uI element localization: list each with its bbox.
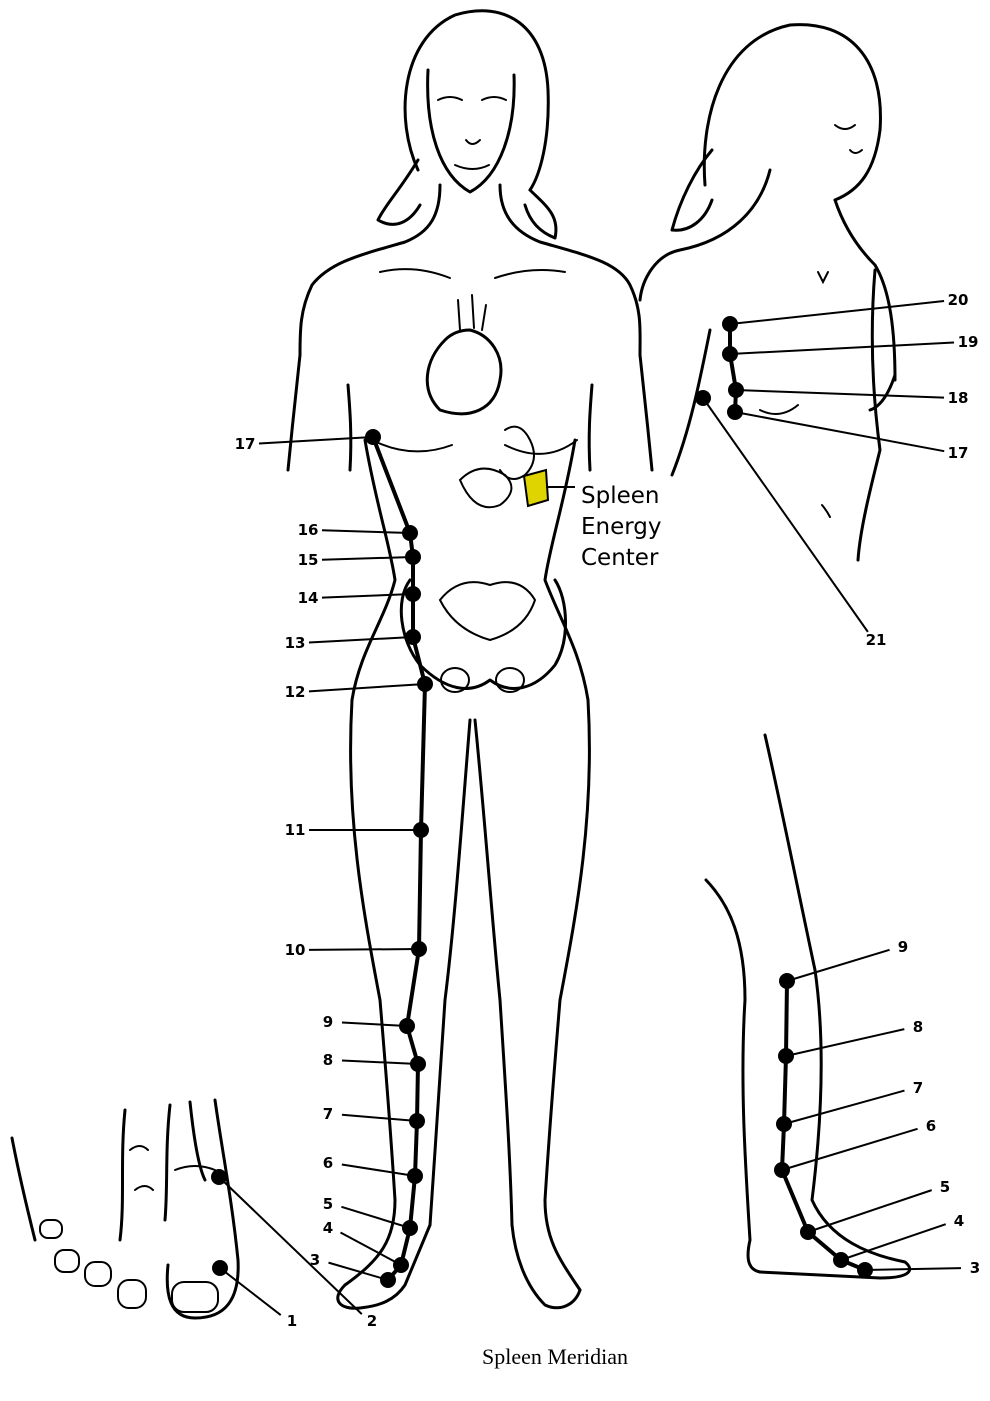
side_leg_points-label-9: 9	[898, 938, 908, 956]
spleen-energy-center	[524, 470, 548, 506]
front_points-leader-10	[309, 949, 419, 950]
front_points-label-8: 8	[323, 1051, 333, 1069]
front_points-leader-3	[329, 1263, 388, 1280]
side_leg_points-label-6: 6	[926, 1117, 936, 1135]
front_points-point-5	[402, 1220, 418, 1236]
front_points-point-11	[413, 822, 429, 838]
front_points-leader-13	[309, 637, 413, 642]
side_leg_points-label-4: 4	[954, 1212, 964, 1230]
torso_points-label-19: 19	[958, 333, 979, 351]
front_points-leader-14	[322, 594, 413, 598]
callout-line-1: Spleen	[581, 483, 659, 509]
side_leg_points-label-3: 3	[970, 1259, 980, 1277]
side_leg_points-point-4	[833, 1252, 849, 1268]
front_points-label-7: 7	[323, 1105, 333, 1123]
front_points-label-10: 10	[285, 941, 306, 959]
side_leg_points-leader-4	[841, 1224, 946, 1260]
torso_points-leader-20	[730, 301, 944, 324]
front_points-label-9: 9	[323, 1013, 333, 1031]
front_points-point-12	[417, 676, 433, 692]
foot_points-point-1	[212, 1260, 228, 1276]
foot_points-label-2: 2	[367, 1312, 377, 1330]
foot_points-point-2	[211, 1169, 227, 1185]
front_points-point-16	[402, 525, 418, 541]
front_points-leader-5	[341, 1207, 410, 1228]
torso_points-label-18: 18	[948, 389, 969, 407]
side_leg_points-label-5: 5	[940, 1178, 950, 1196]
acupoint-dots	[211, 316, 873, 1288]
side_leg_points-leader-8	[786, 1029, 904, 1056]
acupoint-labels: 1716151413121110987654320191817219876543…	[235, 291, 981, 1330]
front_points-label-5: 5	[323, 1195, 333, 1213]
foot_points-label-1: 1	[287, 1312, 297, 1330]
torso_points-leader-19	[730, 343, 954, 354]
front_points-label-17: 17	[235, 435, 256, 453]
front_points-leader-9	[342, 1023, 407, 1026]
front-figure	[288, 11, 652, 1308]
front_points-label-12: 12	[285, 683, 306, 701]
front_points-leader-6	[342, 1164, 415, 1176]
torso_points-point-21	[695, 390, 711, 406]
front_points-point-15	[405, 549, 421, 565]
front_points-label-13: 13	[285, 634, 306, 652]
side-torso-meridian-line	[730, 324, 736, 412]
front_points-leader-7	[342, 1115, 417, 1121]
front_points-label-3: 3	[310, 1251, 320, 1269]
torso_points-point-20	[722, 316, 738, 332]
foot_points-leader-1	[220, 1268, 281, 1315]
side_leg_points-point-6	[774, 1162, 790, 1178]
front_points-point-9	[399, 1018, 415, 1034]
front_points-label-4: 4	[323, 1219, 333, 1237]
side_leg_points-label-8: 8	[913, 1018, 923, 1036]
torso_points-leader-18	[736, 390, 944, 398]
torso_points-label-20: 20	[948, 291, 969, 309]
torso_points-point-17	[727, 404, 743, 420]
side-torso-figure	[640, 25, 895, 560]
side_leg_points-leader-6	[782, 1129, 918, 1170]
torso_points-point-18	[728, 382, 744, 398]
front_points-label-15: 15	[298, 551, 319, 569]
figure-caption: Spleen Meridian	[482, 1344, 628, 1369]
foot_points-leader-2	[219, 1177, 362, 1314]
front_points-label-14: 14	[298, 589, 319, 607]
side_leg_points-point-8	[778, 1048, 794, 1064]
front_points-point-17	[365, 429, 381, 445]
front_points-point-8	[410, 1056, 426, 1072]
side_leg_points-leader-3	[865, 1268, 961, 1270]
front_points-point-6	[407, 1168, 423, 1184]
side_leg_points-leader-9	[787, 950, 890, 981]
callout-line-3: Center	[581, 545, 659, 571]
front_points-point-3	[380, 1272, 396, 1288]
front_points-point-4	[393, 1257, 409, 1273]
side_leg_points-point-5	[800, 1224, 816, 1240]
side_leg_points-leader-5	[808, 1190, 932, 1232]
torso_points-label-21: 21	[866, 631, 887, 649]
front_points-leader-16	[322, 530, 410, 533]
side_leg_points-point-9	[779, 973, 795, 989]
front_points-point-10	[411, 941, 427, 957]
front_points-leader-17	[259, 437, 373, 443]
side_leg_points-point-3	[857, 1262, 873, 1278]
torso_points-label-17: 17	[948, 444, 969, 462]
foot-detail-figure	[12, 1100, 238, 1318]
front_points-label-11: 11	[285, 821, 306, 839]
front_points-leader-12	[309, 684, 425, 691]
torso_points-point-19	[722, 346, 738, 362]
side_leg_points-label-7: 7	[913, 1079, 923, 1097]
callout-line-2: Energy	[581, 514, 662, 540]
torso_points-leader-17	[735, 412, 944, 451]
side_leg_points-leader-7	[784, 1091, 904, 1124]
front_points-point-13	[405, 629, 421, 645]
side_leg_points-point-7	[776, 1116, 792, 1132]
front_points-point-7	[409, 1113, 425, 1129]
front_points-leader-8	[342, 1060, 418, 1064]
front_points-point-14	[405, 586, 421, 602]
front_points-leader-4	[340, 1233, 401, 1265]
front_points-leader-15	[322, 557, 413, 560]
side-leg-figure	[706, 735, 910, 1278]
front_points-label-16: 16	[298, 521, 319, 539]
front_points-label-6: 6	[323, 1154, 333, 1172]
